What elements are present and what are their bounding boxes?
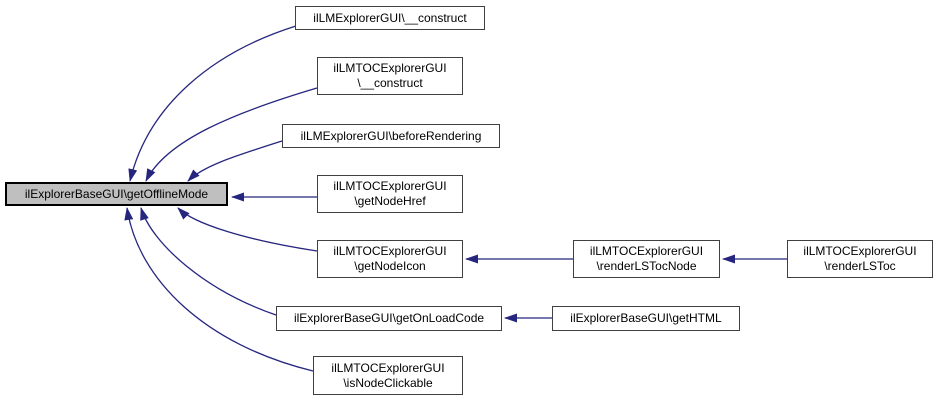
node-label: ilLMTOCExplorerGUI [333, 61, 447, 75]
node-label: \renderLSToc [824, 259, 896, 273]
node-label: \renderLSTocNode [596, 259, 697, 273]
node-label: \getNodeIcon [354, 259, 426, 273]
edge-is-node-clickable-to-get-offline-mode [124, 207, 314, 372]
node-get-on-load-code[interactable]: ilExplorerBaseGUI\getOnLoadCode [276, 306, 502, 331]
node-label: \getNodeHref [354, 194, 426, 208]
node-label: \isNodeClickable [343, 375, 433, 390]
node-is-node-clickable[interactable]: ilLMTOCExplorerGUI \isNodeClickable [313, 356, 463, 395]
edge-before-rendering-to-get-offline-mode [187, 140, 283, 182]
node-label: \__construct [357, 76, 423, 90]
node-label: ilLMTOCExplorerGUI [331, 360, 445, 375]
node-get-node-href[interactable]: ilLMTOCExplorerGUI \getNodeHref [317, 175, 463, 213]
node-lmtoc-explorer-construct[interactable]: ilLMTOCExplorerGUI \__construct [317, 57, 463, 95]
node-get-html[interactable]: ilExplorerBaseGUI\getHTML [552, 306, 740, 331]
node-get-node-icon[interactable]: ilLMTOCExplorerGUI \getNodeIcon [317, 240, 463, 278]
node-render-ls-toc[interactable]: ilLMTOCExplorerGUI \renderLSToc [787, 240, 933, 278]
node-label: ilLMTOCExplorerGUI [589, 244, 704, 258]
edge-get-on-load-code-to-get-offline-mode [140, 207, 277, 316]
edge-get-node-icon-to-get-offline-mode [177, 207, 318, 252]
edge-lm-construct-to-get-offline-mode [128, 25, 297, 182]
node-label: ilExplorerBaseGUI\getHTML [570, 311, 722, 325]
node-render-ls-toc-node[interactable]: ilLMTOCExplorerGUI \renderLSTocNode [573, 240, 720, 278]
node-label: ilExplorerBaseGUI\getOfflineMode [24, 186, 209, 201]
node-label: ilLMTOCExplorerGUI [333, 244, 447, 258]
node-lm-explorer-construct[interactable]: ilLMExplorerGUI\__construct [295, 6, 485, 30]
node-label: ilLMTOCExplorerGUI [803, 244, 917, 258]
node-get-offline-mode: ilExplorerBaseGUI\getOfflineMode [5, 182, 228, 206]
node-before-rendering[interactable]: ilLMExplorerGUI\beforeRendering [282, 124, 500, 148]
node-label: ilLMExplorerGUI\__construct [313, 10, 467, 25]
node-label: ilExplorerBaseGUI\getOnLoadCode [293, 311, 485, 325]
node-label: ilLMTOCExplorerGUI [333, 179, 447, 193]
node-label: ilLMExplorerGUI\beforeRendering [300, 128, 482, 143]
